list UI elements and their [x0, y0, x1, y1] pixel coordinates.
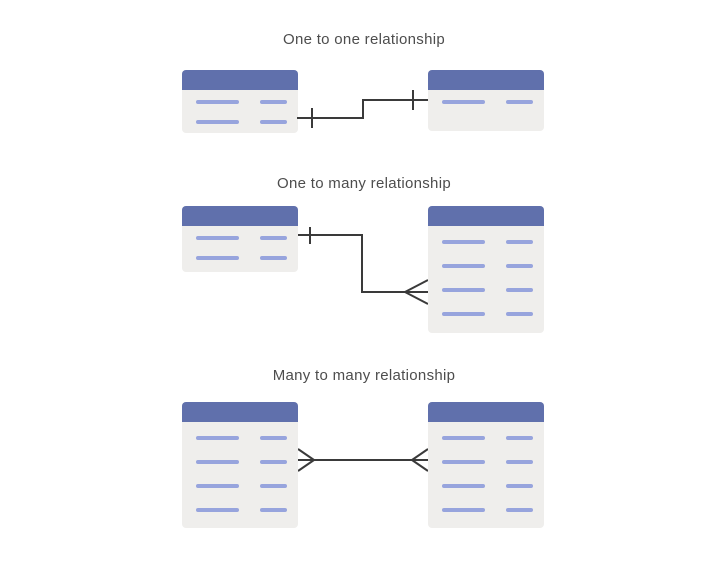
field-line-long	[196, 508, 239, 512]
table-field-row	[196, 100, 287, 104]
cardinality-many-crowfoot-icon	[298, 448, 315, 472]
field-line-long	[442, 240, 485, 244]
field-line-long	[196, 460, 239, 464]
table-many-to-many-right	[428, 402, 544, 528]
field-line-long	[196, 120, 239, 124]
field-line-long	[442, 100, 485, 104]
table-one-to-one-right	[428, 70, 544, 131]
table-field-row	[196, 120, 287, 124]
connector-one-to-one	[297, 90, 429, 128]
field-line-long	[442, 288, 485, 292]
field-line-short	[506, 240, 533, 244]
field-line-short	[260, 120, 287, 124]
field-line-long	[442, 484, 485, 488]
field-line-short	[506, 100, 533, 104]
field-line-long	[196, 256, 239, 260]
table-one-to-many-right	[428, 206, 544, 333]
table-field-row	[442, 100, 533, 104]
field-line-long	[196, 100, 239, 104]
table-field-rows	[428, 436, 544, 512]
section-title-one-to-many: One to many relationship	[277, 175, 451, 192]
field-line-short	[506, 508, 533, 512]
field-line-short	[260, 436, 287, 440]
section-title-one-to-one: One to one relationship	[282, 31, 445, 48]
field-line-long	[442, 312, 485, 316]
table-header-bar	[428, 70, 544, 90]
field-line-short	[260, 100, 287, 104]
field-line-long	[196, 484, 239, 488]
cardinality-many-crowfoot-icon	[404, 279, 428, 305]
relationship-line	[297, 99, 429, 119]
field-line-long	[196, 436, 239, 440]
table-field-rows	[182, 236, 298, 260]
field-line-short	[506, 484, 533, 488]
table-field-row	[196, 256, 287, 260]
connector-many-to-many	[298, 448, 428, 472]
table-field-row	[442, 508, 533, 512]
table-field-rows	[428, 240, 544, 316]
cardinality-many-crowfoot-icon	[411, 448, 428, 472]
table-field-row	[442, 264, 533, 268]
field-line-long	[196, 236, 239, 240]
table-field-rows	[182, 436, 298, 512]
table-header-bar	[182, 402, 298, 422]
table-field-row	[196, 236, 287, 240]
table-one-to-many-left	[182, 206, 298, 272]
field-line-long	[442, 460, 485, 464]
table-field-row	[442, 460, 533, 464]
table-field-row	[196, 436, 287, 440]
field-line-long	[442, 436, 485, 440]
table-field-row	[442, 240, 533, 244]
field-line-short	[260, 256, 287, 260]
field-line-long	[442, 508, 485, 512]
field-line-short	[260, 236, 287, 240]
field-line-long	[442, 264, 485, 268]
table-field-rows	[182, 100, 298, 124]
table-field-rows	[428, 100, 544, 104]
table-field-row	[442, 312, 533, 316]
relationship-line	[298, 234, 428, 293]
table-header-bar	[428, 206, 544, 226]
table-header-bar	[182, 70, 298, 90]
field-line-short	[506, 436, 533, 440]
section-title-many-to-many: Many to many relationship	[272, 367, 456, 384]
table-field-row	[442, 436, 533, 440]
field-line-short	[506, 460, 533, 464]
table-header-bar	[182, 206, 298, 226]
table-one-to-one-left	[182, 70, 298, 133]
field-line-short	[506, 264, 533, 268]
field-line-short	[260, 508, 287, 512]
connector-one-to-many	[298, 227, 428, 305]
table-field-row	[442, 288, 533, 292]
field-line-short	[260, 460, 287, 464]
table-field-row	[442, 484, 533, 488]
field-line-short	[506, 312, 533, 316]
table-field-row	[196, 484, 287, 488]
table-many-to-many-left	[182, 402, 298, 528]
table-header-bar	[428, 402, 544, 422]
field-line-short	[506, 288, 533, 292]
table-field-row	[196, 508, 287, 512]
table-field-row	[196, 460, 287, 464]
field-line-short	[260, 484, 287, 488]
